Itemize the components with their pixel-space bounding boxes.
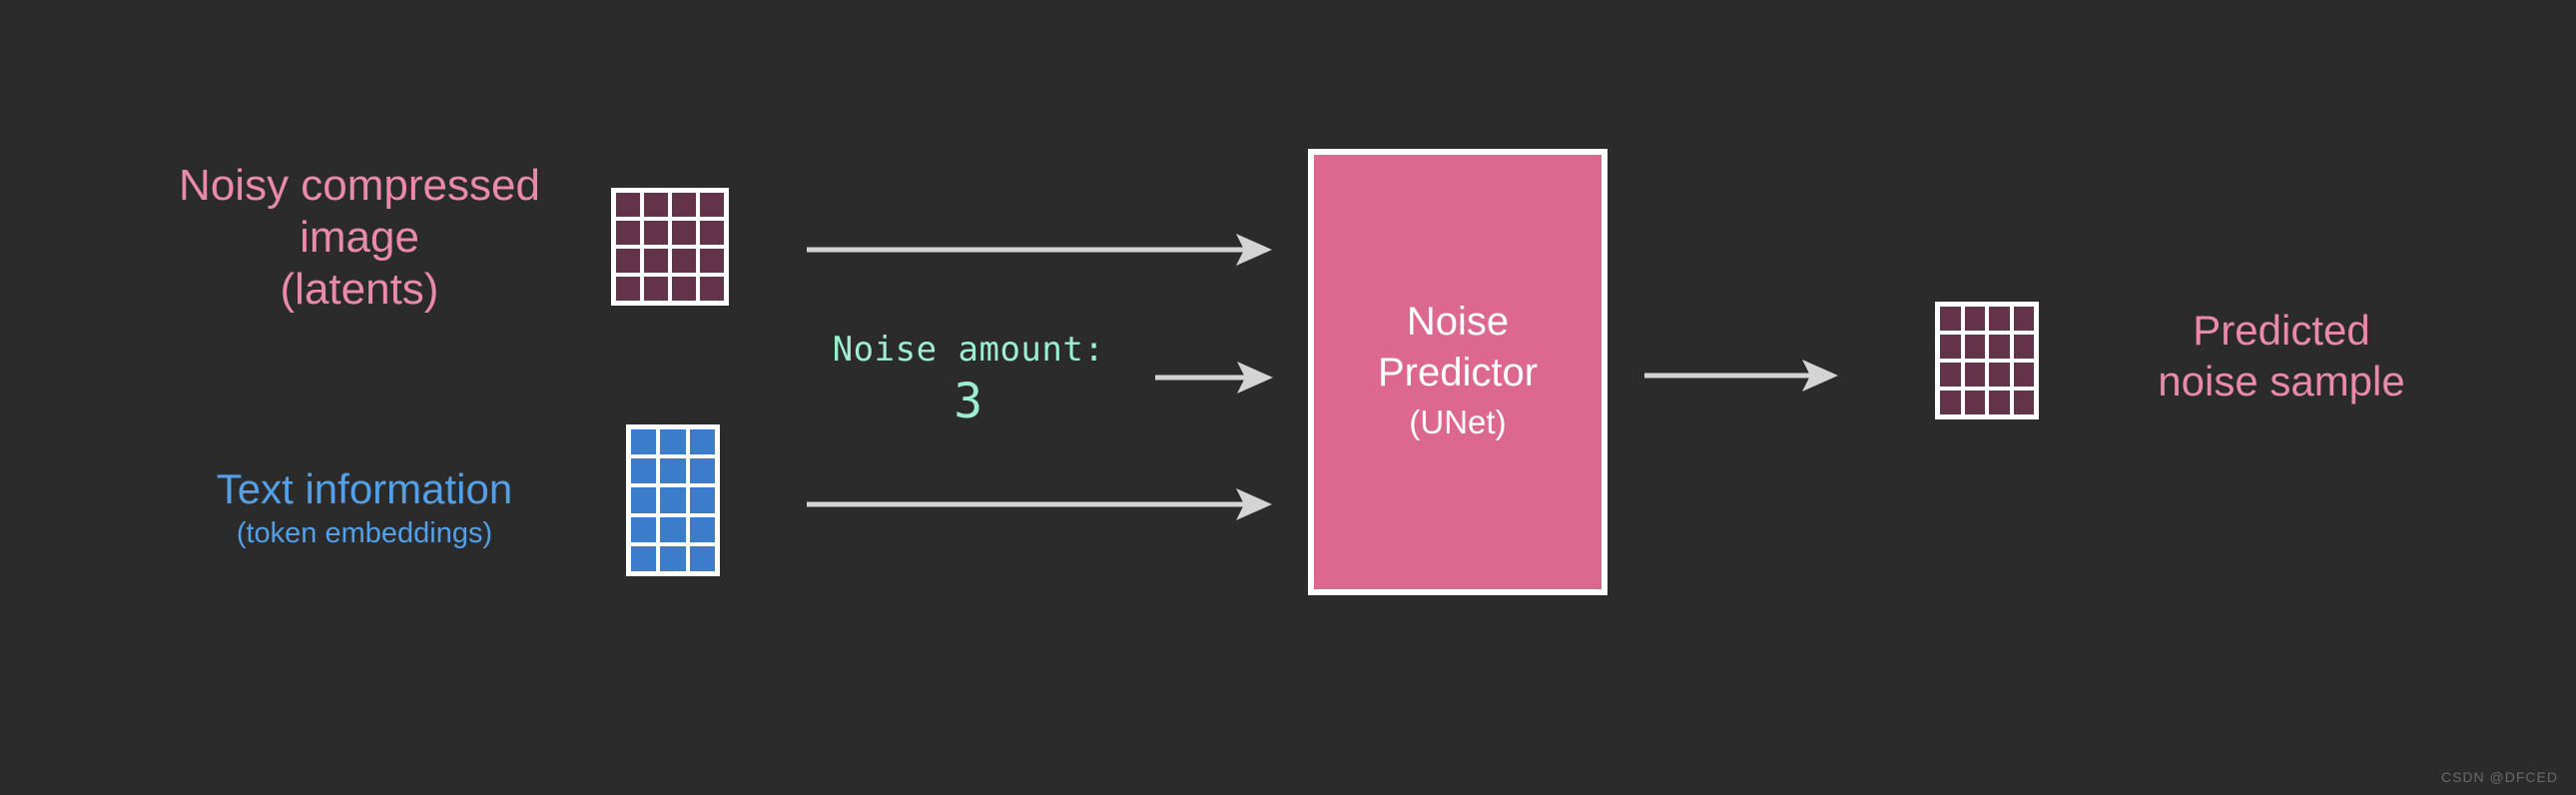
token-grid-cell xyxy=(689,487,715,513)
predicted-noise-cell xyxy=(1964,391,1985,414)
latents-grid-cell xyxy=(672,277,696,301)
noise-amount-block: Noise amount: 3 xyxy=(799,330,1138,430)
latents-label: Noisy compressed image (latents) xyxy=(140,160,579,316)
predicted-noise-cell xyxy=(1989,335,2010,359)
predicted-noise-cell xyxy=(1989,307,2010,331)
latents-grid-cell xyxy=(616,277,640,301)
noise-amount-value: 3 xyxy=(954,374,983,430)
token-grid-cell xyxy=(660,545,686,571)
token-embeddings-grid xyxy=(626,424,720,576)
text-information-label-sub: (token embeddings) xyxy=(236,516,493,549)
noise-predictor-line1: Noise xyxy=(1406,300,1510,345)
predicted-noise-cell xyxy=(1940,391,1961,414)
token-grid-cell xyxy=(631,429,657,455)
noise-amount-label: Noise amount: xyxy=(832,330,1105,370)
text-information-label: Text information (token embeddings) xyxy=(150,464,579,550)
token-grid-cell xyxy=(689,516,715,542)
latents-label-line1: Noisy compressed xyxy=(179,161,540,210)
latents-grid-cell xyxy=(644,249,668,273)
latents-grid-cell xyxy=(616,193,640,217)
predicted-noise-cell xyxy=(2013,307,2034,331)
latents-grid-cell xyxy=(672,221,696,245)
latents-label-line3: (latents) xyxy=(280,264,439,314)
latents-grid-cell xyxy=(644,277,668,301)
predicted-noise-grid xyxy=(1935,302,2039,419)
text-information-label-line1: Text information xyxy=(216,465,513,512)
predicted-noise-cell xyxy=(2013,363,2034,387)
predicted-noise-cell xyxy=(2013,391,2034,414)
token-grid-cell xyxy=(689,545,715,571)
noise-predictor-line2: Predictor xyxy=(1377,351,1539,396)
latents-grid-cell xyxy=(672,249,696,273)
arrow-noise-amount-to-predictor xyxy=(1153,358,1275,398)
latents-grid-cell xyxy=(616,249,640,273)
latents-label-line2: image xyxy=(300,212,419,262)
arrow-predictor-to-output xyxy=(1642,356,1840,396)
latents-grid-cell xyxy=(672,193,696,217)
predicted-noise-line1: Predicted xyxy=(2193,307,2370,354)
latents-grid-cell xyxy=(700,277,724,301)
predicted-noise-label: Predicted noise sample xyxy=(2072,305,2491,406)
latents-grid-cell xyxy=(644,221,668,245)
predicted-noise-cell xyxy=(1989,363,2010,387)
token-grid-cell xyxy=(631,545,657,571)
predicted-noise-cell xyxy=(1964,307,1985,331)
predicted-noise-line2: noise sample xyxy=(2158,358,2405,405)
latents-grid-cell xyxy=(700,193,724,217)
token-grid-cell xyxy=(689,429,715,455)
latents-grid-cell xyxy=(644,193,668,217)
latents-grid-cell xyxy=(616,221,640,245)
predicted-noise-cell xyxy=(1940,363,1961,387)
latents-grid-cell xyxy=(700,221,724,245)
predicted-noise-cell xyxy=(1964,335,1985,359)
noise-predictor-sub: (UNet) xyxy=(1409,402,1507,440)
arrow-latents-to-predictor xyxy=(805,230,1274,270)
predicted-noise-cell xyxy=(1989,391,2010,414)
token-grid-cell xyxy=(689,458,715,484)
predicted-noise-cell xyxy=(2013,335,2034,359)
noise-predictor-box: Noise Predictor (UNet) xyxy=(1308,149,1608,595)
latents-grid-cell xyxy=(700,249,724,273)
token-grid-cell xyxy=(631,487,657,513)
predicted-noise-cell xyxy=(1964,363,1985,387)
token-grid-cell xyxy=(631,458,657,484)
token-grid-cell xyxy=(660,458,686,484)
token-grid-cell xyxy=(660,429,686,455)
predicted-noise-cell xyxy=(1940,307,1961,331)
arrow-text-to-predictor xyxy=(805,484,1274,524)
noise-predictor-label: Noise Predictor (UNet) xyxy=(1378,297,1538,443)
predicted-noise-cell xyxy=(1940,335,1961,359)
latents-grid xyxy=(611,188,729,306)
token-grid-cell xyxy=(660,487,686,513)
token-grid-cell xyxy=(631,516,657,542)
token-grid-cell xyxy=(660,516,686,542)
watermark: CSDN @DFCED xyxy=(2441,769,2558,785)
